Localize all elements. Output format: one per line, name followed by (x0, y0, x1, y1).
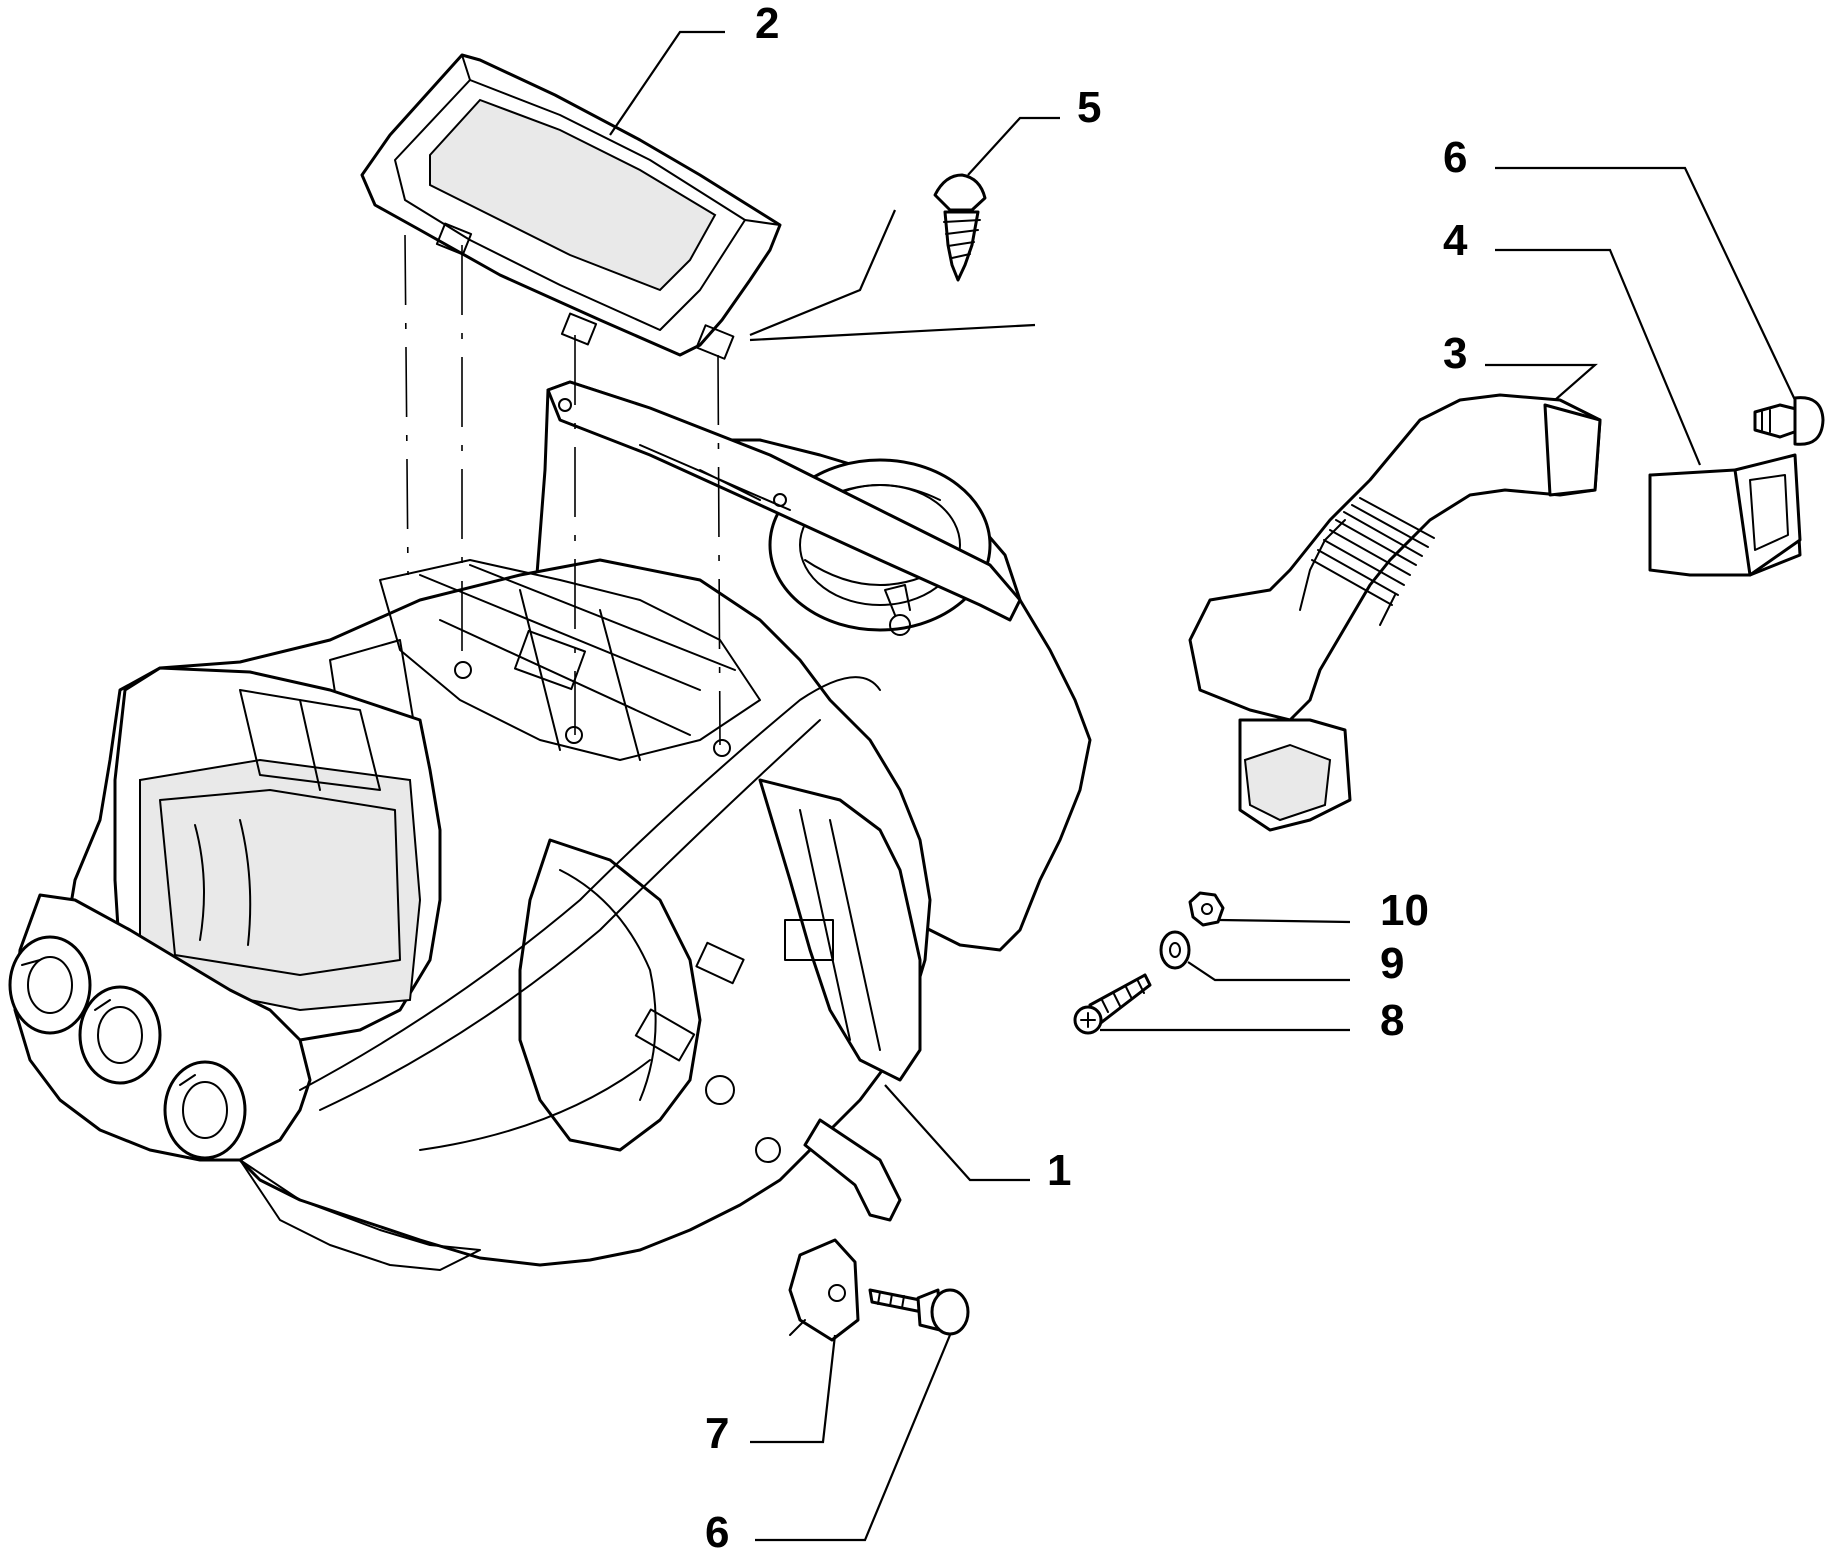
callout-5: 5 (1077, 83, 1101, 132)
callout-8: 8 (1380, 996, 1404, 1045)
callout-10: 10 (1380, 886, 1429, 935)
duct-adapter-part-4 (1648, 453, 1802, 577)
washer-part-9 (1159, 930, 1191, 970)
heater-unit-assembly (8, 380, 1092, 1271)
bolt-part-6-top (1753, 396, 1825, 446)
screw-part-8 (1073, 973, 1152, 1035)
callout-6-top: 6 (1443, 133, 1467, 182)
callout-7: 7 (705, 1409, 729, 1458)
screw-part-5 (933, 173, 987, 282)
alignment-lines (404, 234, 721, 746)
callout-1: 1 (1047, 1146, 1071, 1195)
callout-3: 3 (1443, 329, 1467, 378)
air-filter-cover (360, 53, 782, 360)
callout-4: 4 (1443, 216, 1468, 265)
duct-hose-part-3 (1188, 393, 1602, 832)
leader-lines (609, 30, 1796, 1542)
bolt-part-6-bottom (868, 1288, 970, 1336)
callout-9: 9 (1380, 939, 1404, 988)
callout-6-bottom: 6 (705, 1508, 729, 1552)
clip-part-7 (788, 1238, 860, 1342)
nut-part-10 (1188, 891, 1225, 927)
callout-labels: 2 5 6 4 3 10 9 8 1 7 6 (705, 0, 1468, 1552)
callout-2: 2 (755, 0, 779, 48)
